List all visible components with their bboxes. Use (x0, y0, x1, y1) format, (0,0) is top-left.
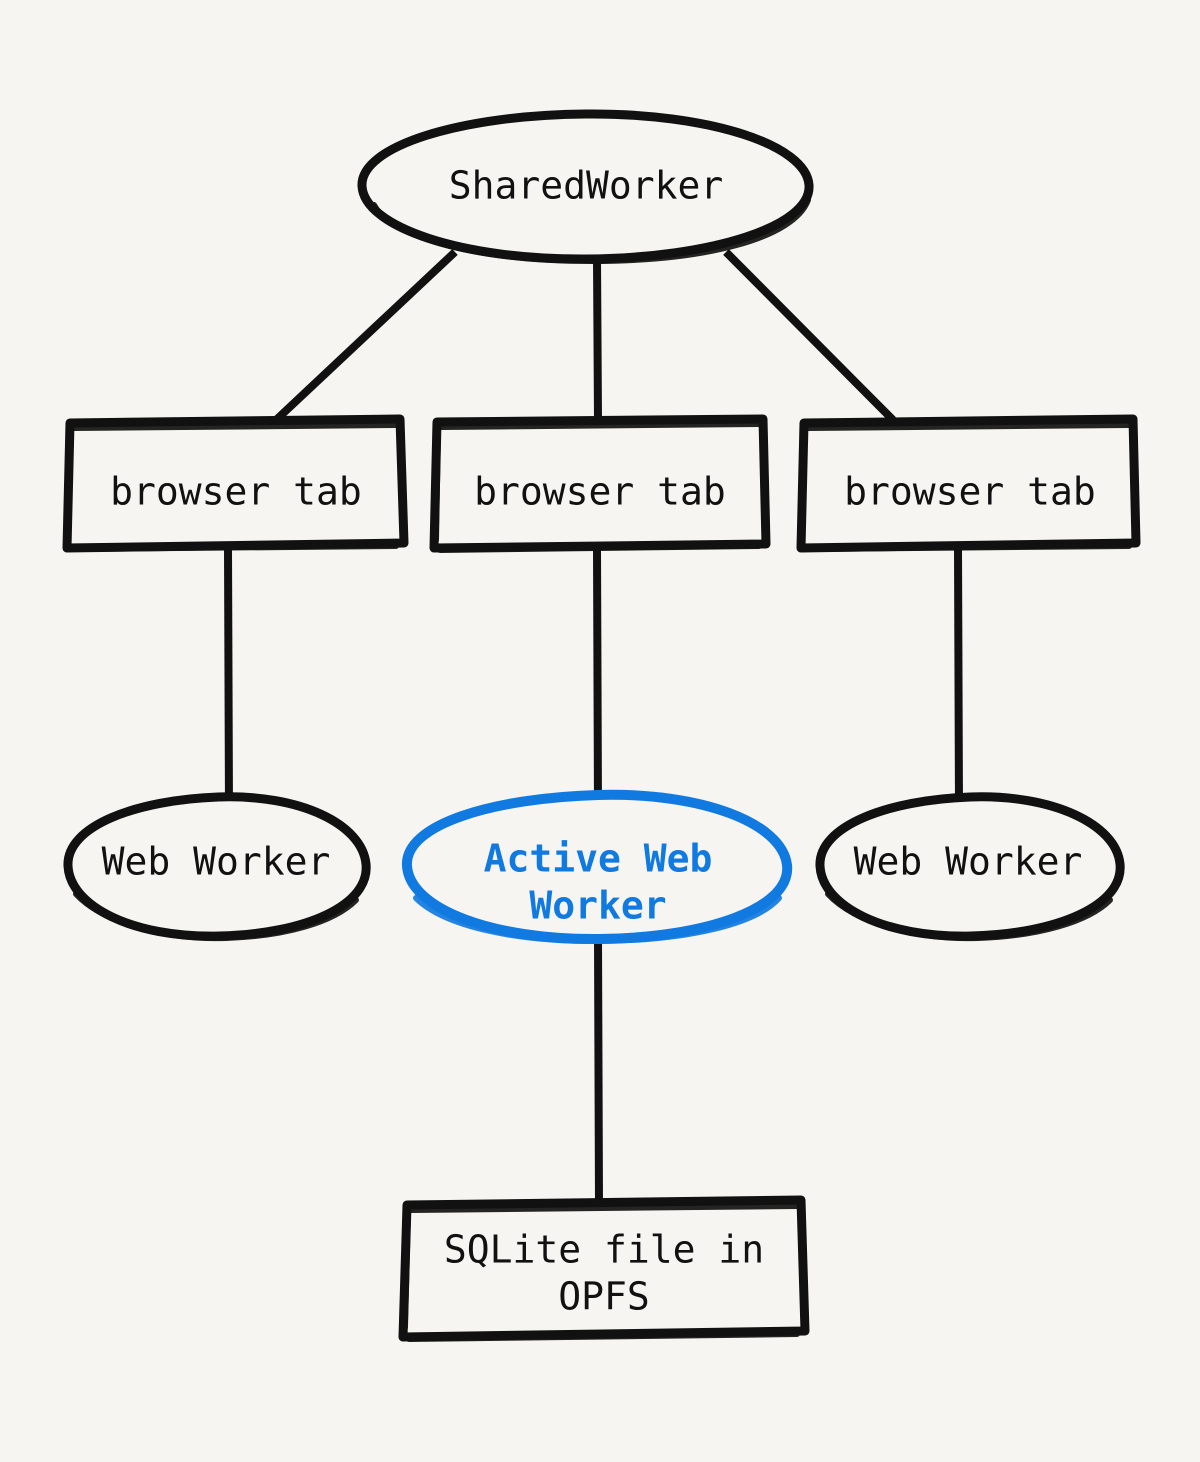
node-browser-tab-2[interactable]: browser tab (429, 414, 771, 553)
node-active-web-worker[interactable]: Active Web Worker (402, 789, 793, 945)
web-worker-1-ellipse-sketch-pass (73, 891, 359, 942)
node-sqlite-file[interactable]: SQLite file in OPFS (398, 1195, 810, 1342)
web-worker-3-label: Web Worker (854, 840, 1083, 884)
browser-tab-2-box-sketch-pass (433, 421, 768, 553)
sqlite-file-label-line-1: SQLite file in (444, 1228, 764, 1272)
edge-browser-tab-3-to-web-worker-3 (954, 547, 963, 813)
browser-tab-1-box-sketch-pass (65, 422, 406, 552)
edge-sharedworker-to-browser-tab-1 (273, 249, 458, 423)
edge-sharedworker-to-browser-tab-3 (723, 249, 896, 423)
browser-tab-3-box-sketch-pass (799, 422, 1138, 552)
shared-worker-ellipse-sketch-pass (371, 197, 811, 264)
web-worker-1-label: Web Worker (102, 840, 331, 884)
browser-tab-2-label: browser tab (474, 470, 726, 514)
active-web-worker-ellipse-sketch-pass (413, 895, 782, 945)
active-web-worker-label-line-2: Worker (529, 884, 666, 928)
edge-browser-tab-2-to-active-web-worker (593, 547, 602, 813)
active-web-worker-label-line-1: Active Web (484, 837, 713, 881)
browser-tab-3-label: browser tab (844, 470, 1096, 514)
edge-active-web-worker-to-sqlite-file (594, 937, 603, 1207)
node-browser-tab-1[interactable]: browser tab (62, 414, 409, 553)
sqlite-file-box-sketch-pass (402, 1203, 807, 1342)
browser-tab-1-label: browser tab (110, 470, 362, 514)
node-browser-tab-3[interactable]: browser tab (796, 414, 1141, 553)
sqlite-file-label-line-2: OPFS (558, 1275, 650, 1319)
node-shared-worker[interactable]: SharedWorker (357, 109, 814, 264)
node-web-worker-1[interactable]: Web Worker (63, 792, 371, 942)
edge-browser-tab-1-to-web-worker-1 (224, 547, 233, 813)
edge-sharedworker-to-browser-tab-2 (593, 257, 602, 422)
edge-layer (224, 249, 963, 1207)
web-worker-3-ellipse-sketch-pass (825, 891, 1113, 942)
shared-worker-label: SharedWorker (449, 164, 724, 208)
node-web-worker-3[interactable]: Web Worker (815, 792, 1125, 942)
